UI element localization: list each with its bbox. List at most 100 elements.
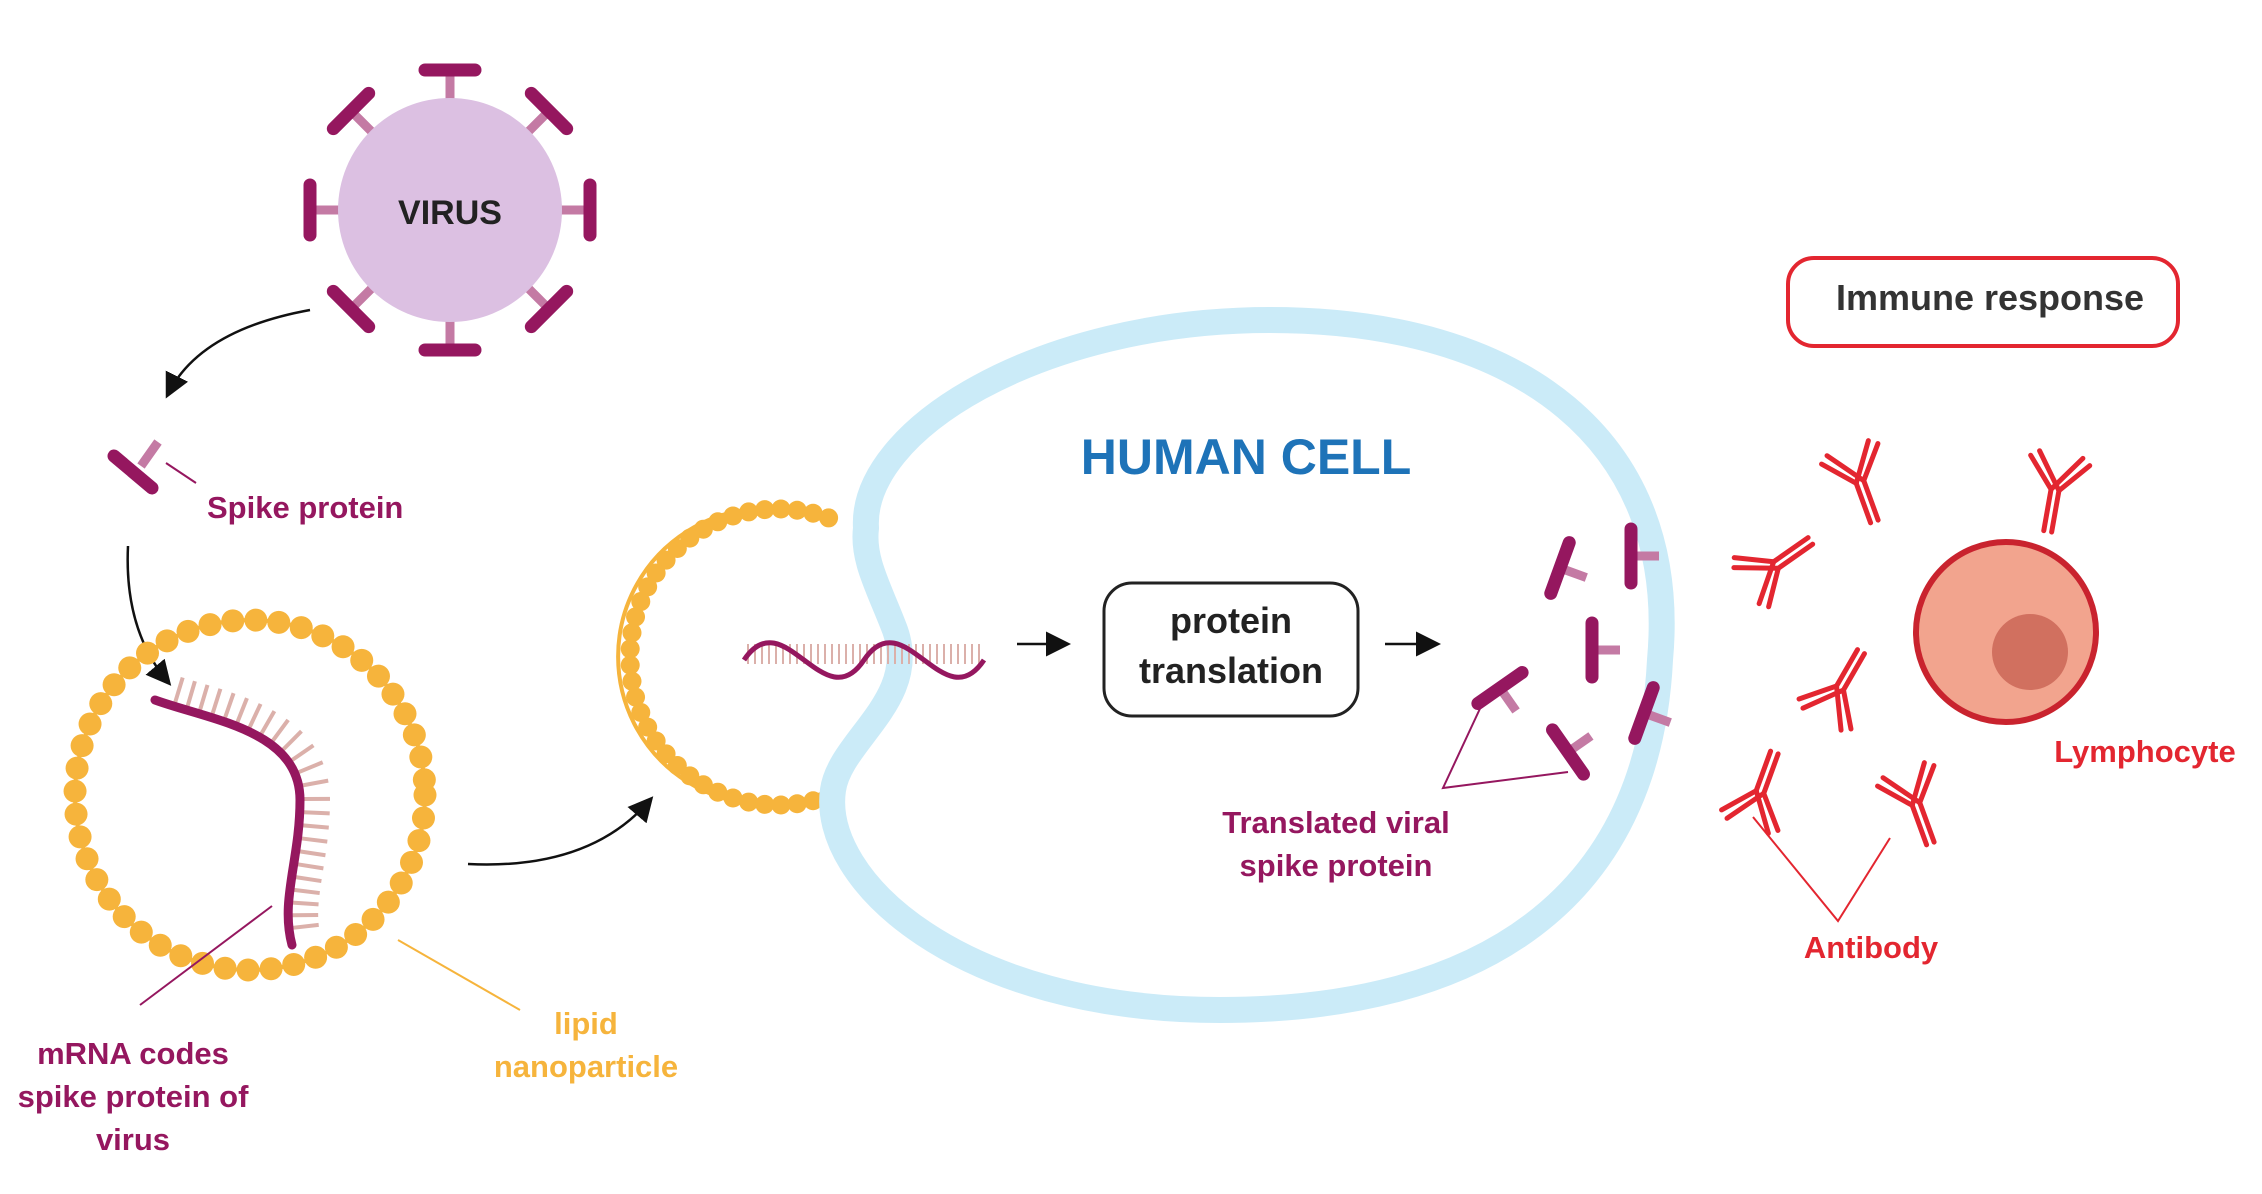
- lipid-dot: [646, 731, 666, 751]
- protein-translation-box: protein translation: [1102, 581, 1360, 718]
- lipid-dot: [376, 890, 400, 914]
- lipid-dot: [289, 616, 313, 640]
- mrna-label-line1: mRNA codes: [37, 1036, 229, 1071]
- lipid-dot: [244, 608, 268, 632]
- antibody-icon: [1719, 748, 1781, 836]
- lipid-dot: [259, 957, 283, 981]
- lipid-dot: [620, 655, 640, 675]
- lipid-dot: [803, 503, 823, 523]
- lipid-dot: [787, 794, 807, 814]
- lipid-dot: [399, 850, 423, 874]
- lipid-dot: [622, 671, 642, 691]
- antibody-icon: [2028, 448, 2093, 535]
- lipid-leader: [397, 939, 521, 1011]
- mrna-backbone: [150, 695, 305, 950]
- antibody-label: Antibody: [1804, 930, 1939, 965]
- mrna-base-tick: [297, 760, 324, 775]
- mrna-base-tick: [185, 680, 197, 707]
- mrna-base-tick: [271, 718, 290, 743]
- lipid-dot: [191, 951, 215, 975]
- arrow-virus-to-spike: [165, 308, 311, 399]
- lipid-dot: [402, 723, 426, 747]
- lipid-dot: [407, 829, 431, 853]
- lipid-dot: [680, 766, 700, 786]
- lipid-dot: [324, 935, 348, 959]
- mrna-strand: [150, 676, 331, 950]
- lipid-dot: [787, 500, 807, 520]
- lipid-dot: [381, 682, 405, 706]
- lipid-dot: [656, 744, 676, 764]
- spike-protein-leader: [165, 462, 197, 484]
- lipid-dot: [129, 920, 153, 944]
- lipid-dot: [311, 624, 335, 648]
- lipid-dot: [620, 639, 640, 659]
- lipid-dot: [755, 794, 775, 814]
- lipid-dot: [667, 539, 687, 559]
- translated-spike-leader: [1441, 699, 1569, 790]
- lipid-dot: [723, 788, 743, 808]
- lipid-dot: [667, 755, 687, 775]
- lipid-dot: [819, 508, 839, 528]
- lipid-dot: [771, 795, 791, 815]
- lipid-dot: [656, 550, 676, 570]
- lipid-dot: [65, 756, 89, 780]
- lipid-dot: [409, 745, 433, 769]
- lipid-dot: [176, 619, 200, 643]
- lipid-dot: [304, 945, 328, 969]
- mrna-label-line2: spike protein of: [18, 1079, 249, 1114]
- lipid-dot: [723, 506, 743, 526]
- cell-mrna-strand: [741, 640, 987, 680]
- cell-mrna-backbone: [741, 640, 987, 680]
- lipid-dot: [169, 944, 193, 968]
- lipid-dot: [221, 609, 245, 633]
- translated-label-line1: Translated viral: [1222, 805, 1449, 840]
- lipid-dot: [118, 656, 142, 680]
- mrna-base-tick: [302, 778, 329, 788]
- spike-protein-icon: [107, 439, 162, 495]
- antibody-icon: [1819, 438, 1881, 526]
- lipid-dot: [646, 563, 666, 583]
- lipid-dot: [771, 499, 791, 519]
- lipid-dot: [89, 692, 113, 716]
- lipid-dot: [411, 806, 435, 830]
- lipid-dot: [236, 958, 260, 982]
- virus-body: [338, 98, 562, 322]
- mrna-base-ticks: [173, 676, 331, 930]
- mrna-base-tick: [247, 703, 263, 729]
- lipid-dot: [102, 673, 126, 697]
- arrow-nanoparticle-to-cell: [467, 796, 654, 866]
- human-cell-membrane: [819, 307, 1675, 1023]
- lymphocyte: [1913, 539, 2099, 725]
- mrna-base-tick: [235, 697, 249, 724]
- fusing-nanoparticle: [616, 499, 839, 815]
- lipid-dot: [739, 792, 759, 812]
- lipid-dot: [78, 712, 102, 736]
- mrna-base-tick: [292, 922, 319, 930]
- mrna-base-tick: [223, 692, 236, 719]
- mrna-base-tick: [281, 729, 303, 752]
- mrna-base-tick: [198, 684, 210, 711]
- spike-icon: [1546, 723, 1594, 781]
- spike-icon: [1628, 681, 1672, 745]
- lipid-dot: [331, 635, 355, 659]
- lipid-dot: [63, 779, 87, 803]
- mrna-label-line3: virus: [96, 1122, 170, 1157]
- antibodies: [1719, 438, 2093, 848]
- lipid-dot: [803, 791, 823, 811]
- mrna-base-tick: [299, 849, 326, 858]
- lipid-dot: [213, 956, 237, 980]
- lipid-dot: [708, 782, 728, 802]
- lipid-dot: [75, 847, 99, 871]
- translation-line2: translation: [1139, 650, 1323, 691]
- lipid-nanoparticle: [63, 608, 437, 982]
- spike-icon: [1585, 616, 1620, 684]
- lipid-dot: [198, 613, 222, 637]
- immune-response-badge: Immune response: [1786, 256, 2180, 348]
- immune-response-label: Immune response: [1836, 277, 2144, 318]
- mrna-base-tick: [173, 676, 185, 704]
- lipid-label-line2: nanoparticle: [494, 1049, 678, 1084]
- mrna-base-tick: [293, 887, 320, 896]
- antibody-icon: [1796, 647, 1867, 733]
- spike-icon: [1544, 536, 1588, 600]
